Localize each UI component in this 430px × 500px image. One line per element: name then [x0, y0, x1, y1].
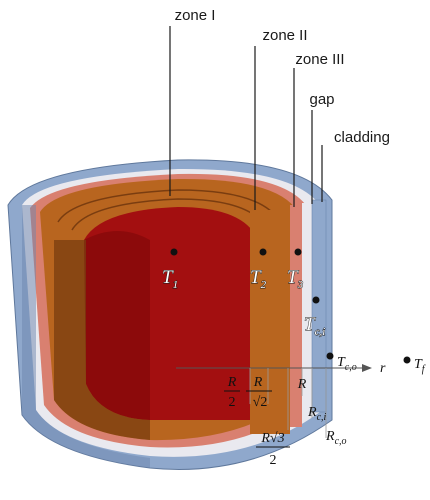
- label-tco: Tc,o: [337, 355, 357, 373]
- zone2-inner-left: [54, 240, 150, 440]
- r-axis-arrow: [362, 364, 372, 372]
- point-tco: [326, 352, 334, 360]
- radius-r-co: Rc,o: [325, 429, 347, 447]
- label-zone1: zone I: [175, 7, 216, 24]
- point-tci: [312, 296, 320, 304]
- cut-face-zone3: [290, 205, 302, 427]
- cut-face-gap: [302, 203, 312, 417]
- leader-lines: [169, 26, 323, 210]
- point-tf: [403, 356, 411, 364]
- temperature-labels: T1 T2 T3 Tc,i Tc,o Tf: [162, 267, 426, 375]
- zone-labels: zone I zone II zone III gap cladding: [175, 7, 390, 146]
- temperature-points: [170, 248, 411, 364]
- zone1-shade: [84, 231, 150, 420]
- zone2-groove-1: [57, 189, 281, 223]
- cylinder: [7, 159, 333, 470]
- svg-text:2: 2: [270, 453, 277, 468]
- radial-axis: r: [176, 361, 386, 438]
- label-tf: Tf: [414, 357, 426, 375]
- radius-r-half: R 2: [224, 375, 240, 410]
- label-t2: T2: [250, 267, 267, 291]
- radius-r-sqrt3-half: R√3 2: [256, 431, 290, 468]
- cut-face-zone1: [150, 238, 250, 420]
- svg-text:R: R: [227, 375, 237, 390]
- svg-text:R√3: R√3: [260, 431, 284, 446]
- point-t3: [294, 248, 302, 256]
- point-t1: [170, 248, 178, 256]
- label-zone3: zone III: [295, 51, 344, 68]
- svg-text:√2: √2: [253, 395, 268, 410]
- label-t1: T1: [162, 267, 178, 291]
- label-gap: gap: [309, 91, 334, 108]
- label-tci: Tc,i: [304, 314, 325, 338]
- cut-face-cladding: [311, 199, 327, 413]
- point-t2: [259, 248, 267, 256]
- radius-r-sqrt2: R √2: [246, 375, 272, 410]
- label-t3: T3: [287, 267, 304, 291]
- radius-r-ci: Rc,i: [307, 405, 327, 423]
- label-cladding: cladding: [334, 129, 390, 146]
- svg-text:R: R: [253, 375, 263, 390]
- r-axis-label: r: [380, 361, 386, 376]
- cladding-front-edge: [22, 205, 150, 468]
- radius-r: R: [297, 377, 307, 392]
- label-zone2: zone II: [262, 27, 307, 44]
- radius-labels: R 2 R √2 R R√3 2 Rc,i Rc,o: [224, 375, 347, 468]
- svg-text:2: 2: [229, 395, 236, 410]
- cut-face-zone2: [250, 210, 290, 434]
